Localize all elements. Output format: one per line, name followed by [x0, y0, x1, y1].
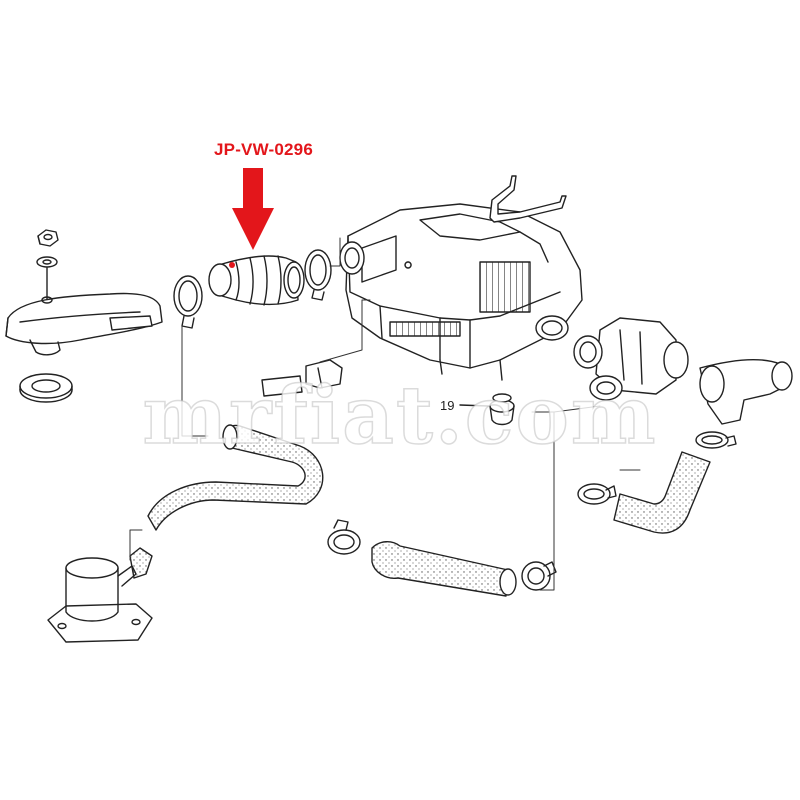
grommet-icon [489, 393, 515, 426]
boot-icon [208, 255, 305, 306]
clamp-icon [327, 519, 361, 555]
bracket-icon [489, 175, 567, 223]
callout-number: 19 [440, 398, 455, 413]
clamp-icon [521, 561, 557, 591]
air-box-icon [339, 203, 583, 381]
hose-icon [147, 424, 324, 531]
meter-icon [573, 317, 689, 401]
bracket-icon [261, 359, 343, 397]
clamp-icon [173, 275, 203, 329]
clamp-icon [695, 431, 737, 449]
hose-icon [371, 541, 517, 597]
clamp-icon [577, 483, 617, 505]
duct-icon [5, 292, 163, 356]
part-number-label: JP-VW-0296 [214, 140, 313, 159]
washer-icon [36, 256, 58, 268]
elbow-icon [699, 358, 793, 425]
part-pointer-arrow [229, 168, 274, 268]
seal-icon [19, 373, 73, 403]
filler-icon [47, 547, 153, 643]
hose-icon [613, 451, 711, 534]
clamp-icon [304, 249, 332, 301]
nut-icon [37, 229, 59, 247]
